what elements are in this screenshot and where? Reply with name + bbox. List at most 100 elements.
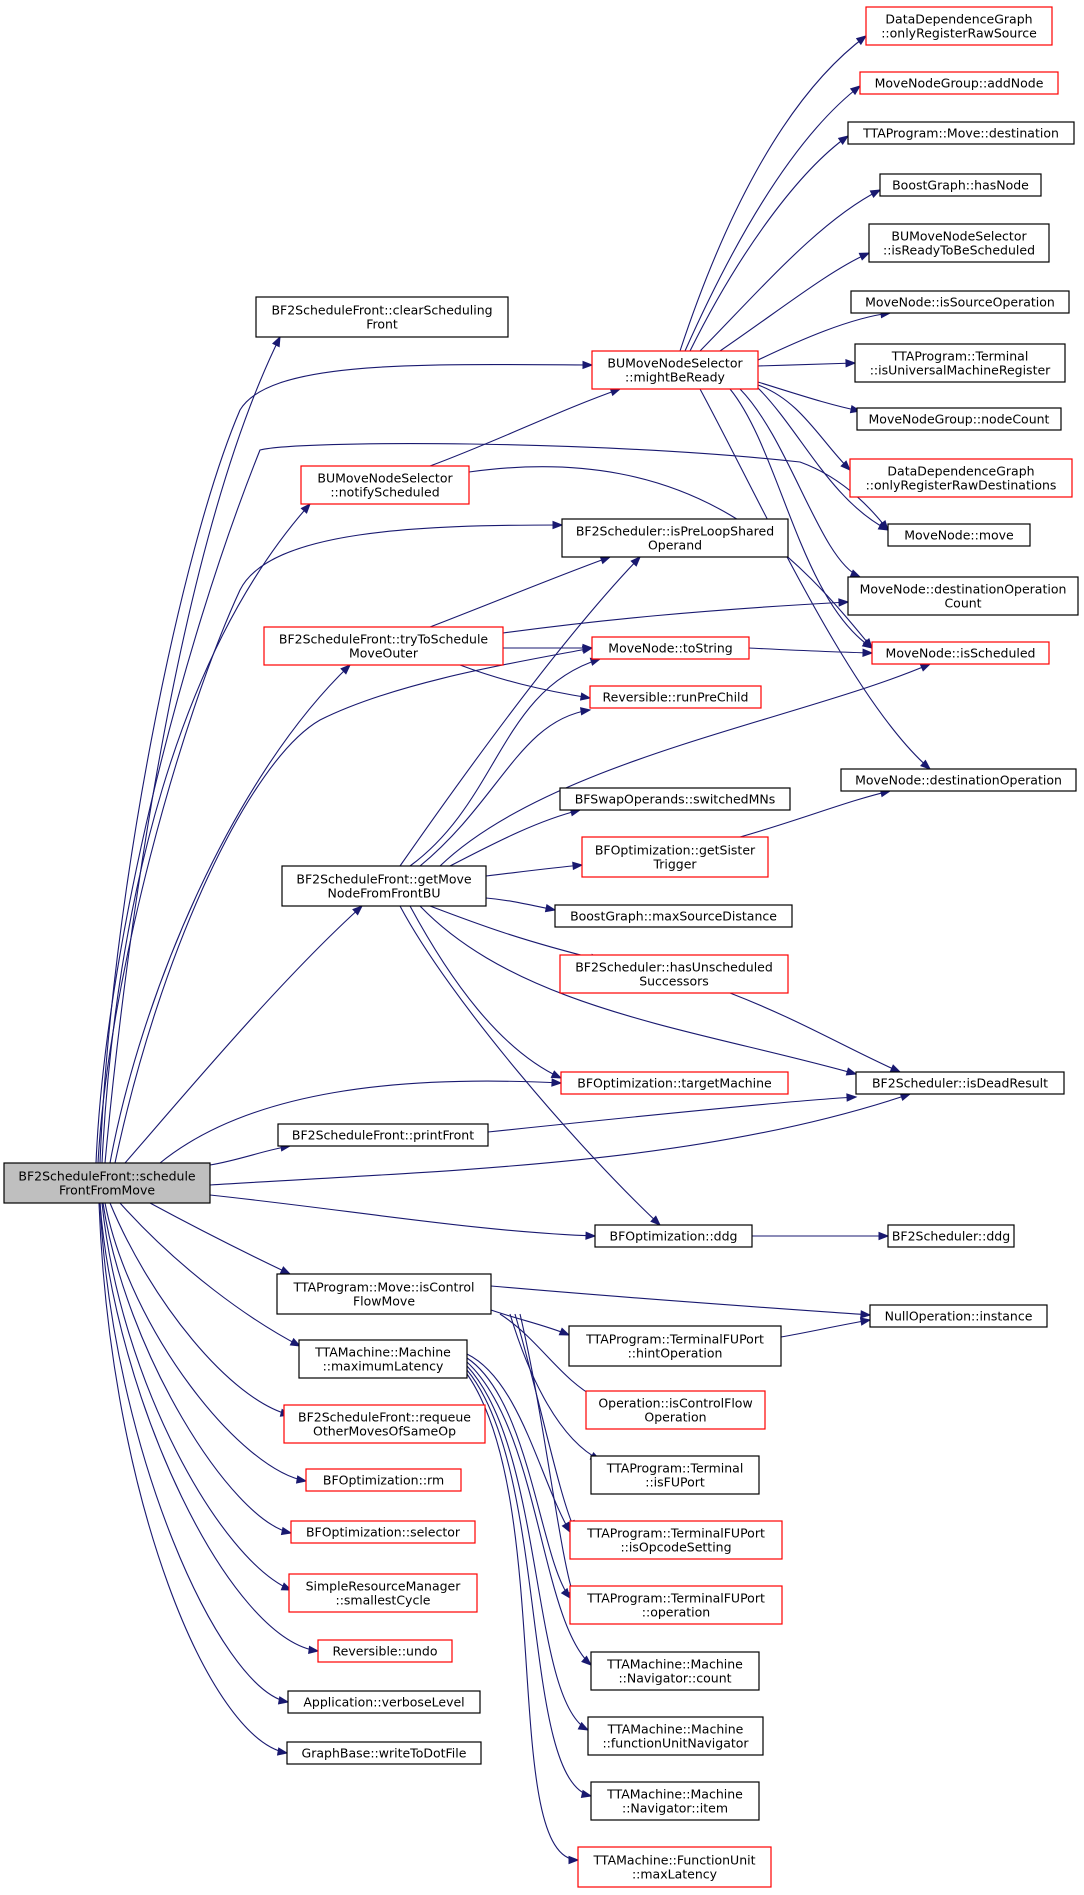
node-hintOp[interactable]: TTAProgram::TerminalFUPort::hintOperatio… <box>568 1325 782 1367</box>
edge-line <box>459 664 591 699</box>
node-addNode[interactable]: MoveNodeGroup::addNode <box>859 71 1059 95</box>
node-requeue[interactable]: BF2ScheduleFront::requeueOtherMovesOfSam… <box>283 1404 486 1444</box>
arrowhead-icon <box>862 637 873 650</box>
node-moveDest[interactable]: TTAProgram::Move::destination <box>847 121 1075 145</box>
node-runPreChild[interactable]: Reversible::runPreChild <box>589 685 762 709</box>
arrowhead-icon <box>568 1855 580 1865</box>
node-verbose[interactable]: Application::verboseLevel <box>287 1690 481 1714</box>
node-isDeadResult[interactable]: BF2Scheduler::isDeadResult <box>855 1071 1065 1095</box>
node-label-line: NullOperation::instance <box>885 1309 1033 1324</box>
edge-line <box>119 1202 301 1347</box>
node-writeDot[interactable]: GraphBase::writeToDotFile <box>286 1741 482 1765</box>
arrowhead-icon <box>558 1327 571 1336</box>
node-navItem[interactable]: TTAMachine::Machine::Navigator::item <box>590 1781 760 1821</box>
node-bfoDdg[interactable]: BFOptimization::ddg <box>594 1224 753 1248</box>
edge-tryToSched-to-destOpCount <box>502 598 850 634</box>
edge-root-to-isControlFlow <box>149 1202 292 1275</box>
node-box <box>591 350 759 390</box>
node-navCount[interactable]: TTAMachine::Machine::Navigator::count <box>590 1651 760 1691</box>
edge-line <box>99 363 593 1164</box>
node-label-line: BUMoveNodeSelector <box>891 229 1027 244</box>
arrowhead-icon <box>352 905 364 916</box>
node-box <box>847 576 1079 616</box>
node-bf2Ddg[interactable]: BF2Scheduler::ddg <box>887 1224 1015 1248</box>
edge-hasUnsched-to-isDeadResult <box>729 992 902 1073</box>
edge-maxLatency-to-navItem <box>466 1369 593 1799</box>
node-isReadyToBe[interactable]: BUMoveNodeSelector::isReadyToBeScheduled <box>868 223 1050 263</box>
node-label-line: ::isReadyToBeScheduled <box>883 243 1035 258</box>
node-ddgOnlyRawDst[interactable]: DataDependenceGraph::onlyRegisterRawDest… <box>849 458 1073 498</box>
node-maxLatency[interactable]: TTAMachine::Machine::maximumLatency <box>298 1339 468 1379</box>
node-box <box>859 71 1059 95</box>
node-box <box>568 1325 782 1367</box>
node-notifySched[interactable]: BUMoveNodeSelector::notifyScheduled <box>300 465 470 505</box>
node-label-line: Operation <box>644 1410 706 1425</box>
node-box <box>887 1224 1015 1248</box>
arrowhead-icon <box>630 556 641 567</box>
node-isSourceOp[interactable]: MoveNode::isSourceOperation <box>850 290 1070 314</box>
node-destOp[interactable]: MoveNode::destinationOperation <box>840 768 1077 792</box>
node-isScheduled[interactable]: MoveNode::isScheduled <box>871 641 1050 665</box>
node-box <box>290 1520 476 1544</box>
edge-getMoveNode-to-isScheduled <box>439 663 932 867</box>
edge-line <box>490 1285 871 1316</box>
edge-root-to-getMoveNode <box>124 905 364 1164</box>
node-selector[interactable]: BFOptimization::selector <box>290 1520 476 1544</box>
node-nullOp[interactable]: NullOperation::instance <box>869 1304 1048 1328</box>
node-label-line: BUMoveNodeSelector <box>607 356 743 371</box>
edge-line <box>101 503 311 1164</box>
node-undo[interactable]: Reversible::undo <box>317 1639 453 1663</box>
node-label-line: BoostGraph::maxSourceDistance <box>570 909 777 924</box>
node-label-line: TTAMachine::Machine <box>606 1657 743 1672</box>
edge-line <box>487 1096 857 1133</box>
node-switchedMNs[interactable]: BFSwapOperands::switchedMNs <box>559 787 791 811</box>
edge-root-to-tryToSched <box>109 664 351 1164</box>
edge-mightBeReady-to-isUniversal <box>757 359 857 368</box>
node-fuNavigator[interactable]: TTAMachine::Machine::functionUnitNavigat… <box>587 1716 764 1756</box>
node-label-line: BF2Scheduler::hasUnscheduled <box>575 960 773 975</box>
node-isOpcodeSetting[interactable]: TTAProgram::TerminalFUPort::isOpcodeSett… <box>569 1520 783 1560</box>
edge-notifySched-to-mightBeReady <box>429 388 622 467</box>
node-label-line: BFOptimization::targetMachine <box>577 1076 772 1091</box>
node-isFUPort[interactable]: TTAProgram::Terminal::isFUPort <box>590 1455 760 1495</box>
edge-line <box>757 362 856 367</box>
node-fuMaxLatency[interactable]: TTAMachine::FunctionUnit::maxLatency <box>577 1846 772 1888</box>
arrowhead-icon <box>582 643 594 653</box>
node-mightBeReady[interactable]: BUMoveNodeSelector::mightBeReady <box>591 350 759 390</box>
node-printFront[interactable]: BF2ScheduleFront::printFront <box>277 1123 489 1147</box>
arrowhead-icon <box>577 1721 590 1731</box>
node-mnMove[interactable]: MoveNode::move <box>887 523 1031 547</box>
edge-line <box>739 790 891 838</box>
node-targetMachine[interactable]: BFOptimization::targetMachine <box>560 1071 789 1095</box>
node-nodeCount[interactable]: MoveNodeGroup::nodeCount <box>856 407 1062 431</box>
node-isUniversal[interactable]: TTAProgram::Terminal::isUniversalMachine… <box>854 343 1066 383</box>
node-label-line: ::onlyRegisterRawSource <box>881 26 1037 41</box>
node-box <box>305 1468 462 1492</box>
edge-line <box>466 1369 592 1797</box>
node-hasNode[interactable]: BoostGraph::hasNode <box>879 173 1042 197</box>
arrowhead-icon <box>272 335 281 348</box>
node-ddgOnlyRawSrc[interactable]: DataDependenceGraph::onlyRegisterRawSour… <box>865 6 1053 46</box>
node-box <box>255 296 509 338</box>
edge-getMoveNode-to-getSister <box>485 861 584 877</box>
node-box <box>286 1741 482 1765</box>
node-smallestCycle[interactable]: SimpleResourceManager::smallestCycle <box>288 1573 478 1613</box>
node-rm[interactable]: BFOptimization::rm <box>305 1468 462 1492</box>
node-maxSrcDist[interactable]: BoostGraph::maxSourceDistance <box>554 904 793 928</box>
node-tfuOperation[interactable]: TTAProgram::TerminalFUPort::operation <box>569 1585 783 1625</box>
arrowhead-icon <box>340 664 351 675</box>
node-label-line: Front <box>366 317 398 332</box>
arrowhead-icon <box>585 1231 597 1240</box>
node-label-line: ::maximumLatency <box>323 1359 444 1374</box>
node-toString[interactable]: MoveNode::toString <box>591 636 750 660</box>
